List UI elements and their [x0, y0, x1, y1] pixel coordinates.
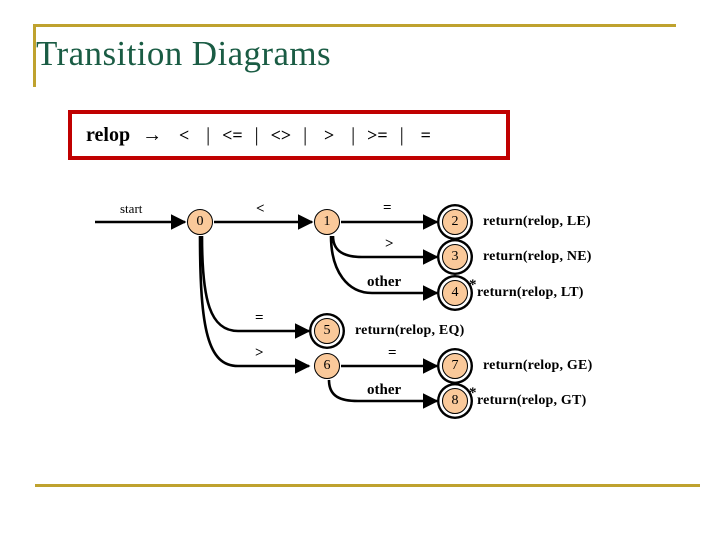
state-node-6-label: 6 [323, 358, 331, 373]
state-node-0[interactable]: 0 [187, 209, 213, 235]
state-node-7[interactable]: 7 [442, 353, 468, 379]
edge-label-1-to-4: other [367, 274, 402, 290]
action-text-state-8: return(relop, GT) [477, 393, 587, 408]
state-node-2[interactable]: 2 [442, 209, 468, 235]
production-separator-3: | [351, 123, 356, 146]
action-text-state-5: return(relop, EQ) [355, 323, 465, 338]
production-alt-4: >= [367, 124, 388, 145]
edge-label-0-to-6: > [255, 345, 264, 361]
production-separator-2: | [303, 123, 308, 146]
production-lhs: relop [86, 123, 131, 146]
edge-label-1-to-2: = [383, 200, 392, 216]
production-separator-4: | [399, 123, 404, 146]
state-node-3-label: 3 [451, 249, 459, 264]
edge-1-to-4 [329, 235, 439, 301]
edge-label-6-to-7: = [388, 345, 397, 361]
state-node-4-label: 4 [451, 285, 459, 300]
edge-label-1-to-3: > [385, 236, 394, 252]
state-node-8-star-marker: * [469, 385, 477, 401]
production-rule-box: relop → < | <= | <> | > | >= | = [68, 110, 510, 160]
production-rule-content: relop → < | <= | <> | > | >= | = [72, 114, 506, 156]
edge-0-to-5 [200, 235, 311, 339]
state-node-5[interactable]: 5 [314, 318, 340, 344]
production-alt-5: = [420, 124, 431, 145]
state-node-1-label: 1 [323, 214, 331, 229]
state-node-8-label: 8 [451, 393, 459, 408]
state-node-4-star-marker: * [469, 277, 477, 293]
state-node-3[interactable]: 3 [442, 244, 468, 270]
gold-rule-bottom [35, 484, 700, 487]
production-separator-1: | [254, 123, 259, 146]
start-label: start [120, 201, 143, 216]
gold-rule-top [33, 24, 676, 27]
edge-label-0-to-5: = [255, 310, 264, 326]
state-node-5-label: 5 [323, 323, 331, 338]
edge-label-0-to-1: < [256, 201, 265, 217]
edge-1-to-3 [331, 235, 439, 265]
state-node-2-label: 2 [451, 214, 459, 229]
state-node-7-label: 7 [451, 358, 459, 373]
state-node-1[interactable]: 1 [314, 209, 340, 235]
state-node-6[interactable]: 6 [314, 353, 340, 379]
production-alt-1: <= [222, 124, 243, 145]
state-node-4[interactable]: 4 [442, 280, 468, 306]
production-separator-0: | [206, 123, 211, 146]
production-alt-2: <> [270, 124, 292, 145]
gold-rule-left [33, 24, 36, 87]
edge-6-to-8 [327, 379, 439, 409]
state-node-0-label: 0 [196, 214, 204, 229]
edge-label-6-to-8: other [367, 382, 402, 398]
action-text-state-2: return(relop, LE) [483, 214, 591, 229]
action-text-state-7: return(relop, GE) [483, 358, 593, 373]
page-title: Transition Diagrams [36, 34, 332, 73]
action-text-state-3: return(relop, NE) [483, 249, 592, 264]
production-arrow-icon: → [142, 123, 163, 146]
production-alt-0: < [178, 124, 190, 145]
edge-0-to-6 [198, 235, 311, 374]
state-node-8[interactable]: 8 [442, 388, 468, 414]
action-text-state-4: return(relop, LT) [477, 285, 584, 300]
production-alt-3: > [324, 124, 335, 145]
